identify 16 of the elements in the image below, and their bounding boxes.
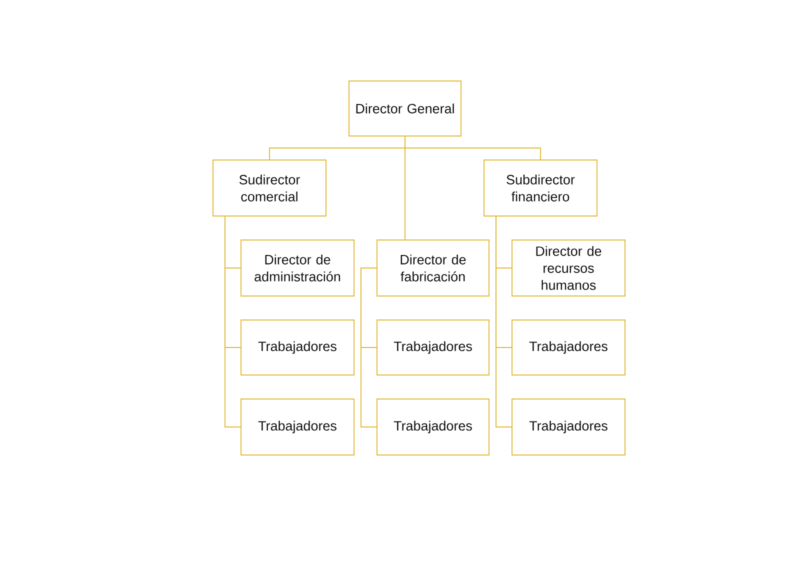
role-box: Trabajadores: [240, 398, 354, 456]
role-box: Director de fabricación: [376, 240, 490, 296]
connector-line: [360, 268, 378, 428]
role-box: Trabajadores: [512, 320, 626, 376]
role-box: Director de administración: [240, 240, 354, 296]
role-box: Subdirector financiero: [484, 160, 598, 216]
role-box: Director de recursos humanos: [512, 240, 626, 296]
role-box: Trabajadores: [376, 320, 490, 376]
connector-line: [224, 216, 242, 428]
role-box: Director General: [348, 80, 462, 136]
role-box: Sudirector comercial: [212, 160, 326, 216]
role-box: Trabajadores: [240, 320, 354, 376]
connector-line: [496, 216, 512, 428]
role-box: Trabajadores: [512, 398, 626, 456]
role-box: Trabajadores: [376, 398, 490, 456]
connector-line: [404, 136, 541, 160]
